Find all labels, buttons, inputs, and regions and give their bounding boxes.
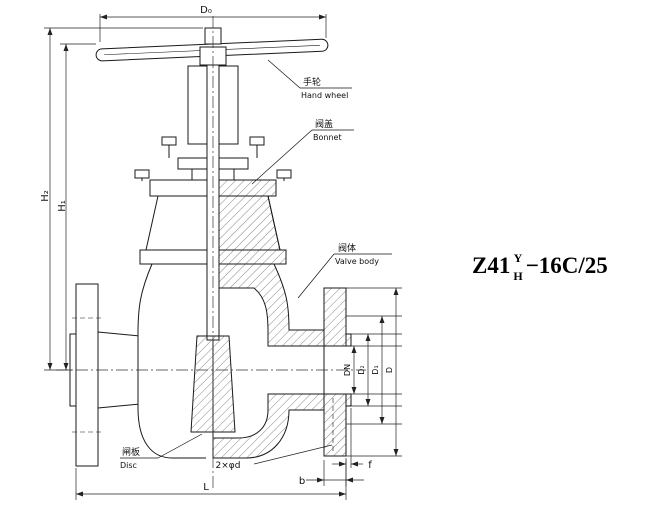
- dim-label-b: b: [299, 476, 305, 487]
- callout-labels: 手轮 Hand wheel 阀盖 Bonnet 阀体 Valve body 闸板…: [120, 76, 379, 470]
- model-spec: −16C/25: [525, 253, 608, 278]
- dim-label-d2: D₂: [357, 365, 366, 374]
- model-drive-bottom: H: [513, 269, 523, 283]
- leader-valve-body: [297, 253, 392, 299]
- leader-disc: [120, 433, 203, 459]
- dim-label-d1: D₁: [371, 365, 380, 374]
- centerlines: [56, 16, 366, 488]
- model-drive-top: Y: [513, 251, 523, 265]
- dim-label-l: L: [203, 482, 209, 493]
- callout-valve-body-cn: 阀体: [338, 242, 356, 254]
- outlet-flange: [323, 287, 352, 457]
- inlet-flange: [69, 283, 141, 467]
- callout-handwheel-en: Hand wheel: [301, 91, 348, 100]
- dim-label-dn: DN: [343, 364, 352, 376]
- dim-label-d: D: [385, 367, 394, 373]
- dim-label-f: f: [368, 460, 372, 471]
- model-series: Z41: [472, 253, 511, 278]
- callout-bonnet-cn: 阀盖: [315, 118, 333, 130]
- dim-label-bolt-holes: 2×φd: [216, 461, 241, 471]
- handwheel: [95, 27, 329, 66]
- model-drive-stack: Y H: [513, 250, 522, 282]
- dim-f: [332, 408, 363, 468]
- leader-bonnet: [251, 129, 354, 185]
- callout-disc-cn: 闸板: [122, 446, 140, 458]
- dim-label-h2: H₂: [40, 190, 51, 202]
- callout-disc-en: Disc: [120, 461, 137, 470]
- dim-h1: [60, 43, 96, 370]
- dim-l: [75, 458, 347, 500]
- dim-label-h1: H₁: [57, 200, 68, 212]
- dim-right-diameters: [346, 287, 402, 457]
- valve-body-group: [56, 16, 366, 488]
- dim-h2: [44, 27, 203, 371]
- dimension-labels: D₀ H₂ H₁ L b f 2×φd DN D₂ D₁ D: [40, 5, 394, 493]
- body-left-half: [137, 263, 206, 459]
- callout-bonnet-en: Bonnet: [313, 133, 342, 142]
- dim-label-d0: D₀: [200, 5, 212, 16]
- callout-leaders: [120, 59, 392, 459]
- leader-bolt-holes: [253, 444, 333, 465]
- bolts: [134, 136, 292, 181]
- callout-valve-body-en: Valve body: [335, 257, 379, 266]
- dimensions: [44, 14, 402, 500]
- leader-handwheel: [267, 59, 352, 89]
- callout-handwheel-cn: 手轮: [303, 76, 321, 88]
- model-designation: Z41 Y H −16C/25: [472, 250, 608, 282]
